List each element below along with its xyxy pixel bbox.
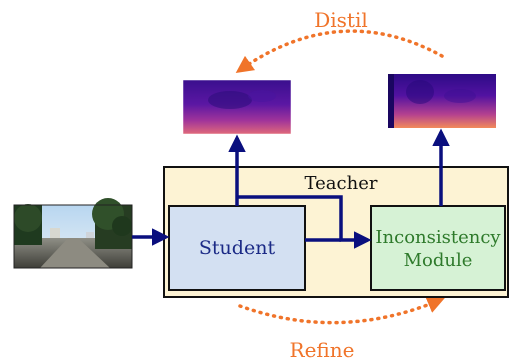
arrow-depth-to-inconsistency [237, 195, 372, 249]
teacher-label: Teacher [305, 173, 378, 194]
refine-arrow [238, 296, 445, 325]
depth-map-teacher [388, 74, 496, 128]
student-box [168, 205, 306, 291]
input-road-image [13, 198, 133, 269]
distil-label: Distil [314, 8, 368, 32]
depth-map-student [182, 79, 292, 135]
inconsistency-label-line2: Module [404, 250, 473, 271]
inconsistency-module-box [370, 205, 506, 291]
inconsistency-label-line1: Inconsistency [375, 227, 501, 248]
refine-label: Refine [290, 338, 355, 362]
student-label: Student [199, 237, 276, 259]
distil-arrow [235, 29, 444, 74]
